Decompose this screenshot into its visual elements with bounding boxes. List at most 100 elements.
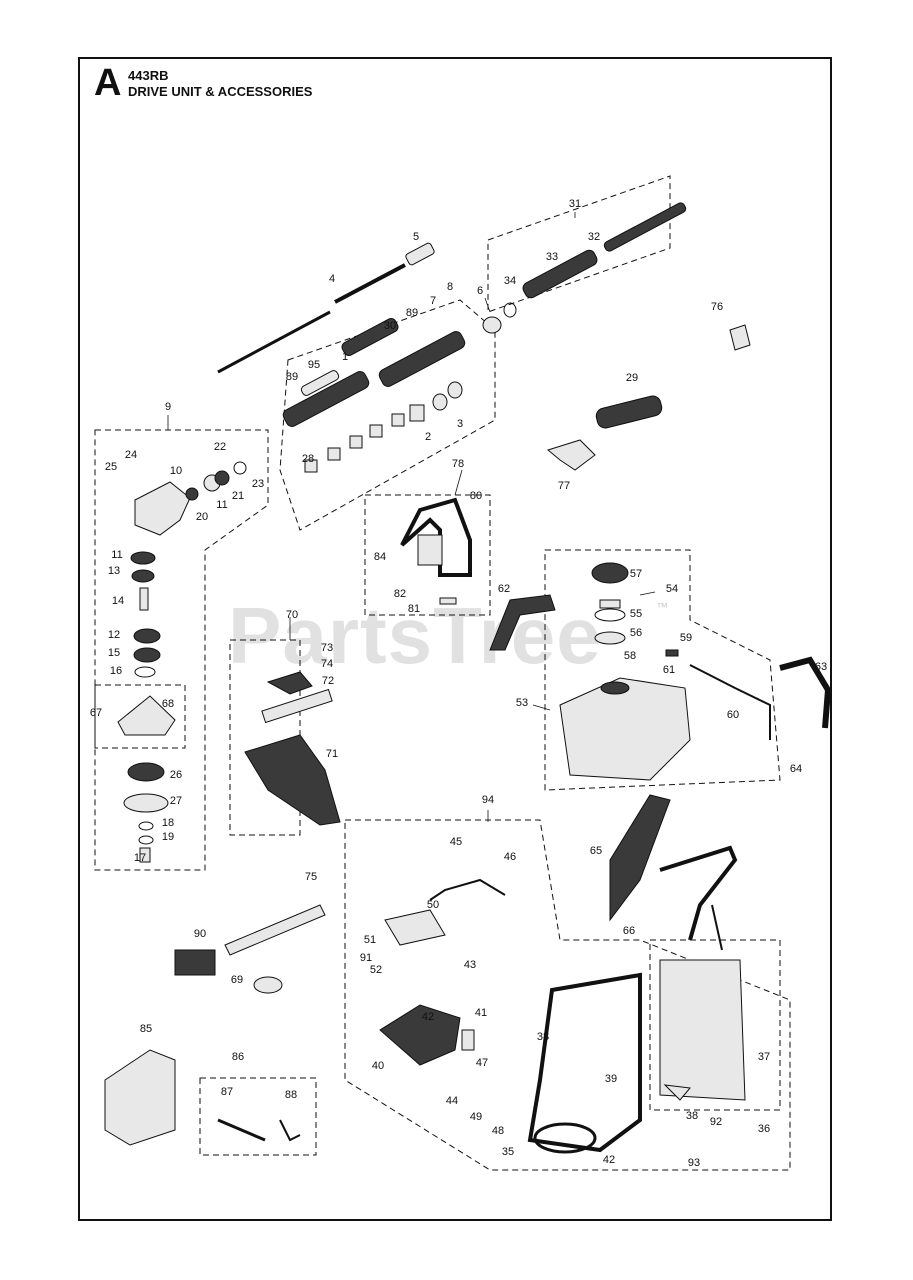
callout-20: 20 [196,511,208,523]
gear-head-parts [117,461,247,863]
callout-81: 81 [408,603,420,615]
callout-labels: 1234567891011111213141516171819202122232… [90,198,827,1169]
callout-53: 53 [516,697,528,709]
backpack-frame-parts [379,794,746,1154]
callout-7: 7 [430,295,436,307]
fuel-tank-parts [559,562,832,781]
callout-23: 23 [252,478,264,490]
callout-31: 31 [569,198,581,210]
callout-9: 9 [165,401,171,413]
callout-92: 92 [710,1116,722,1128]
callout-11: 11 [216,499,227,511]
callout-6: 6 [477,285,483,297]
callout-5: 5 [413,231,419,243]
callout-42: 42 [422,1011,434,1023]
callout-72: 72 [322,675,334,687]
callout-37: 37 [758,1051,770,1063]
callout-55: 55 [630,608,642,620]
callout-34: 34 [504,275,516,287]
callout-88: 88 [285,1089,297,1101]
callout-67: 67 [90,707,102,719]
callout-21: 21 [232,490,244,502]
section-title: DRIVE UNIT & ACCESSORIES [128,84,313,99]
callout-90: 90 [194,928,206,940]
callout-74: 74 [321,658,333,670]
callout-41: 41 [475,1007,487,1019]
callout-89: 89 [286,371,298,383]
callout-3: 3 [457,418,463,430]
drive-shaft-parts [217,202,751,473]
callout-70: 70 [286,609,298,621]
callout-87: 87 [221,1086,233,1098]
callout-95: 95 [308,359,320,371]
callout-58: 58 [624,650,636,662]
callout-64: 64 [790,763,802,775]
callout-61: 61 [663,664,675,676]
callout-36: 36 [758,1123,770,1135]
callout-49: 49 [470,1111,482,1123]
callout-47: 47 [476,1057,488,1069]
callout-93: 93 [688,1157,700,1169]
callout-66: 66 [623,925,635,937]
callout-63: 63 [815,661,827,673]
callout-38: 38 [537,1031,549,1043]
callout-17: 17 [134,852,146,864]
callout-50: 50 [427,899,439,911]
callout-94: 94 [482,794,494,806]
callout-39: 39 [605,1073,617,1085]
callout-78: 78 [452,458,464,470]
handle-parts [244,497,556,826]
callout-24: 24 [125,449,137,461]
callout-42: 42 [603,1154,615,1166]
callout-4: 4 [329,273,335,285]
callout-12: 12 [108,629,120,641]
callout-leaders [167,212,656,822]
callout-1: 1 [342,351,348,363]
callout-76: 76 [711,301,723,313]
callout-89: 89 [406,307,418,319]
diagram-frame [78,57,832,1221]
callout-11: 11 [111,549,122,561]
callout-84: 84 [374,551,386,563]
callout-80: 80 [470,490,482,502]
callout-69: 69 [231,974,243,986]
callout-91: 91 [360,952,372,964]
callout-33: 33 [546,251,558,263]
callout-86: 86 [232,1051,244,1063]
callout-75: 75 [305,871,317,883]
callout-40: 40 [372,1060,384,1072]
callout-29: 29 [626,372,638,384]
callout-57: 57 [630,568,642,580]
callout-26: 26 [170,769,182,781]
model-number: 443RB [128,68,169,83]
callout-16: 16 [110,665,122,677]
callout-56: 56 [630,627,642,639]
callout-25: 25 [105,461,117,473]
group-outlines [94,175,791,1171]
callout-18: 18 [162,817,174,829]
callout-77: 77 [558,480,570,492]
callout-82: 82 [394,588,406,600]
callout-65: 65 [590,845,602,857]
watermark-trademark: ™ [656,600,668,614]
callout-22: 22 [214,441,226,453]
callout-54: 54 [666,583,678,595]
callout-68: 68 [162,698,174,710]
callout-28: 28 [302,453,314,465]
callout-43: 43 [464,959,476,971]
callout-27: 27 [170,795,182,807]
callout-13: 13 [108,565,120,577]
callout-38: 38 [686,1110,698,1122]
callout-30: 30 [384,320,396,332]
callout-85: 85 [140,1023,152,1035]
callout-15: 15 [108,647,120,659]
callout-60: 60 [727,709,739,721]
callout-2: 2 [425,431,431,443]
callout-48: 48 [492,1125,504,1137]
section-letter: A [94,62,122,104]
callout-51: 51 [364,934,376,946]
callout-8: 8 [447,281,453,293]
callout-71: 71 [326,748,338,760]
callout-10: 10 [170,465,182,477]
